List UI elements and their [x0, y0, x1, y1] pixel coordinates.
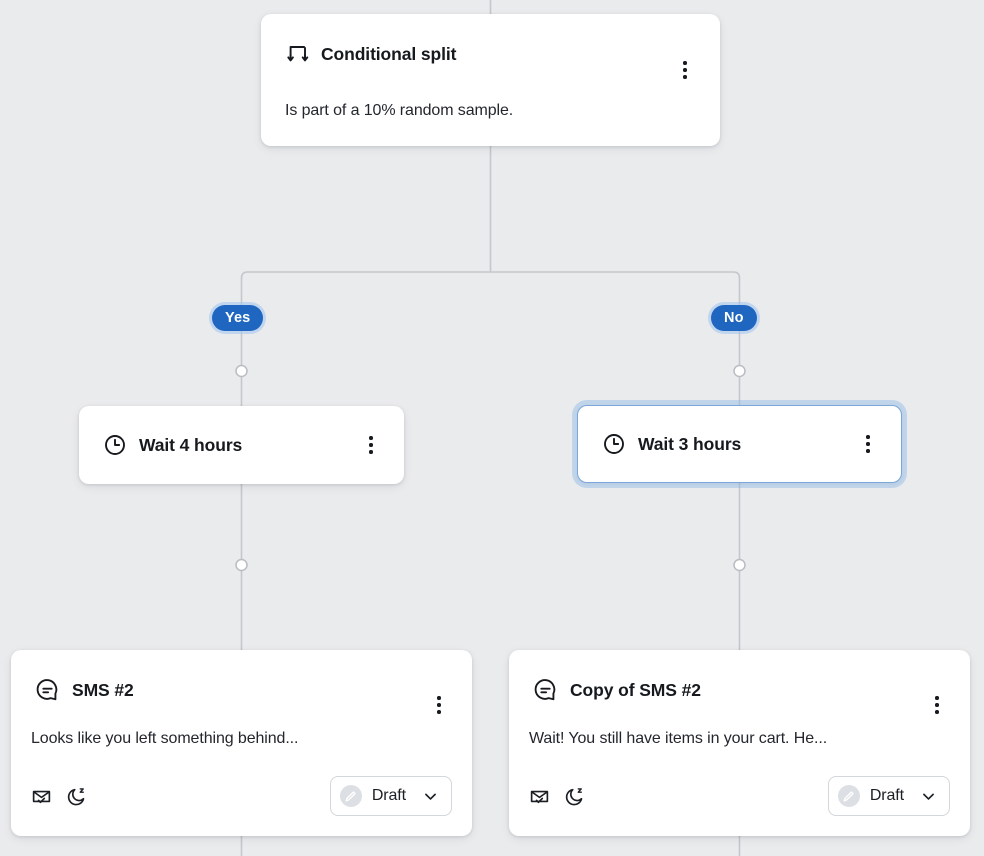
node-description: Is part of a 10% random sample. — [285, 102, 514, 119]
card-header: SMS #2 — [35, 678, 134, 703]
edge-insert-node[interactable] — [733, 558, 746, 572]
chevron-down-icon — [422, 788, 439, 805]
node-title: SMS #2 — [72, 680, 134, 700]
branch-label-yes[interactable]: Yes — [212, 305, 264, 331]
split-arrows-icon — [285, 42, 309, 66]
card-header: Wait 4 hours — [103, 433, 242, 457]
edge-insert-node[interactable] — [235, 364, 248, 378]
node-sms-right[interactable]: Copy of SMS #2 Wait! You still have item… — [509, 650, 970, 836]
node-title: Wait 3 hours — [638, 433, 742, 454]
envelope-check-icon — [529, 786, 550, 807]
node-title: Wait 4 hours — [139, 434, 243, 455]
more-options-icon[interactable] — [674, 57, 696, 83]
status-dropdown-draft[interactable]: Draft — [329, 776, 452, 816]
branch-label-no[interactable]: No — [711, 305, 757, 331]
card-header: Copy of SMS #2 — [533, 678, 701, 703]
node-sms-left[interactable]: SMS #2 Looks like you left something beh… — [11, 650, 472, 836]
draft-pencil-icon — [339, 785, 362, 807]
node-conditional-split[interactable]: Conditional split Is part of a 10% rando… — [261, 14, 720, 146]
node-title: Copy of SMS #2 — [570, 680, 701, 700]
status-badge-icons — [529, 786, 585, 807]
quiet-hours-moon-icon — [564, 786, 585, 807]
sms-preview-text: Wait! You still have items in your cart.… — [529, 730, 828, 747]
status-label: Draft — [371, 787, 406, 804]
status-label: Draft — [869, 787, 904, 804]
clock-icon — [103, 433, 127, 457]
sms-bubble-icon — [35, 678, 60, 703]
card-header: Conditional split — [285, 42, 456, 66]
node-wait-left[interactable]: Wait 4 hours — [79, 406, 404, 484]
more-options-icon[interactable] — [926, 692, 948, 718]
node-wait-right[interactable]: Wait 3 hours — [577, 405, 902, 483]
edge-insert-node[interactable] — [235, 558, 248, 572]
card-footer: Draft — [31, 776, 452, 816]
status-badge-icons — [31, 786, 87, 807]
node-title: Conditional split — [321, 43, 457, 64]
envelope-check-icon — [31, 786, 52, 807]
sms-preview-text: Looks like you left something behind... — [31, 730, 299, 747]
sms-bubble-icon — [533, 678, 558, 703]
edge-insert-node[interactable] — [733, 364, 746, 378]
more-options-icon[interactable] — [360, 432, 382, 458]
status-dropdown-draft[interactable]: Draft — [827, 776, 950, 816]
card-header: Wait 3 hours — [602, 432, 741, 456]
more-options-icon[interactable] — [428, 692, 450, 718]
card-footer: Draft — [529, 776, 950, 816]
chevron-down-icon — [920, 788, 937, 805]
more-options-icon[interactable] — [857, 431, 879, 457]
quiet-hours-moon-icon — [66, 786, 87, 807]
draft-pencil-icon — [837, 785, 860, 807]
clock-icon — [602, 432, 626, 456]
